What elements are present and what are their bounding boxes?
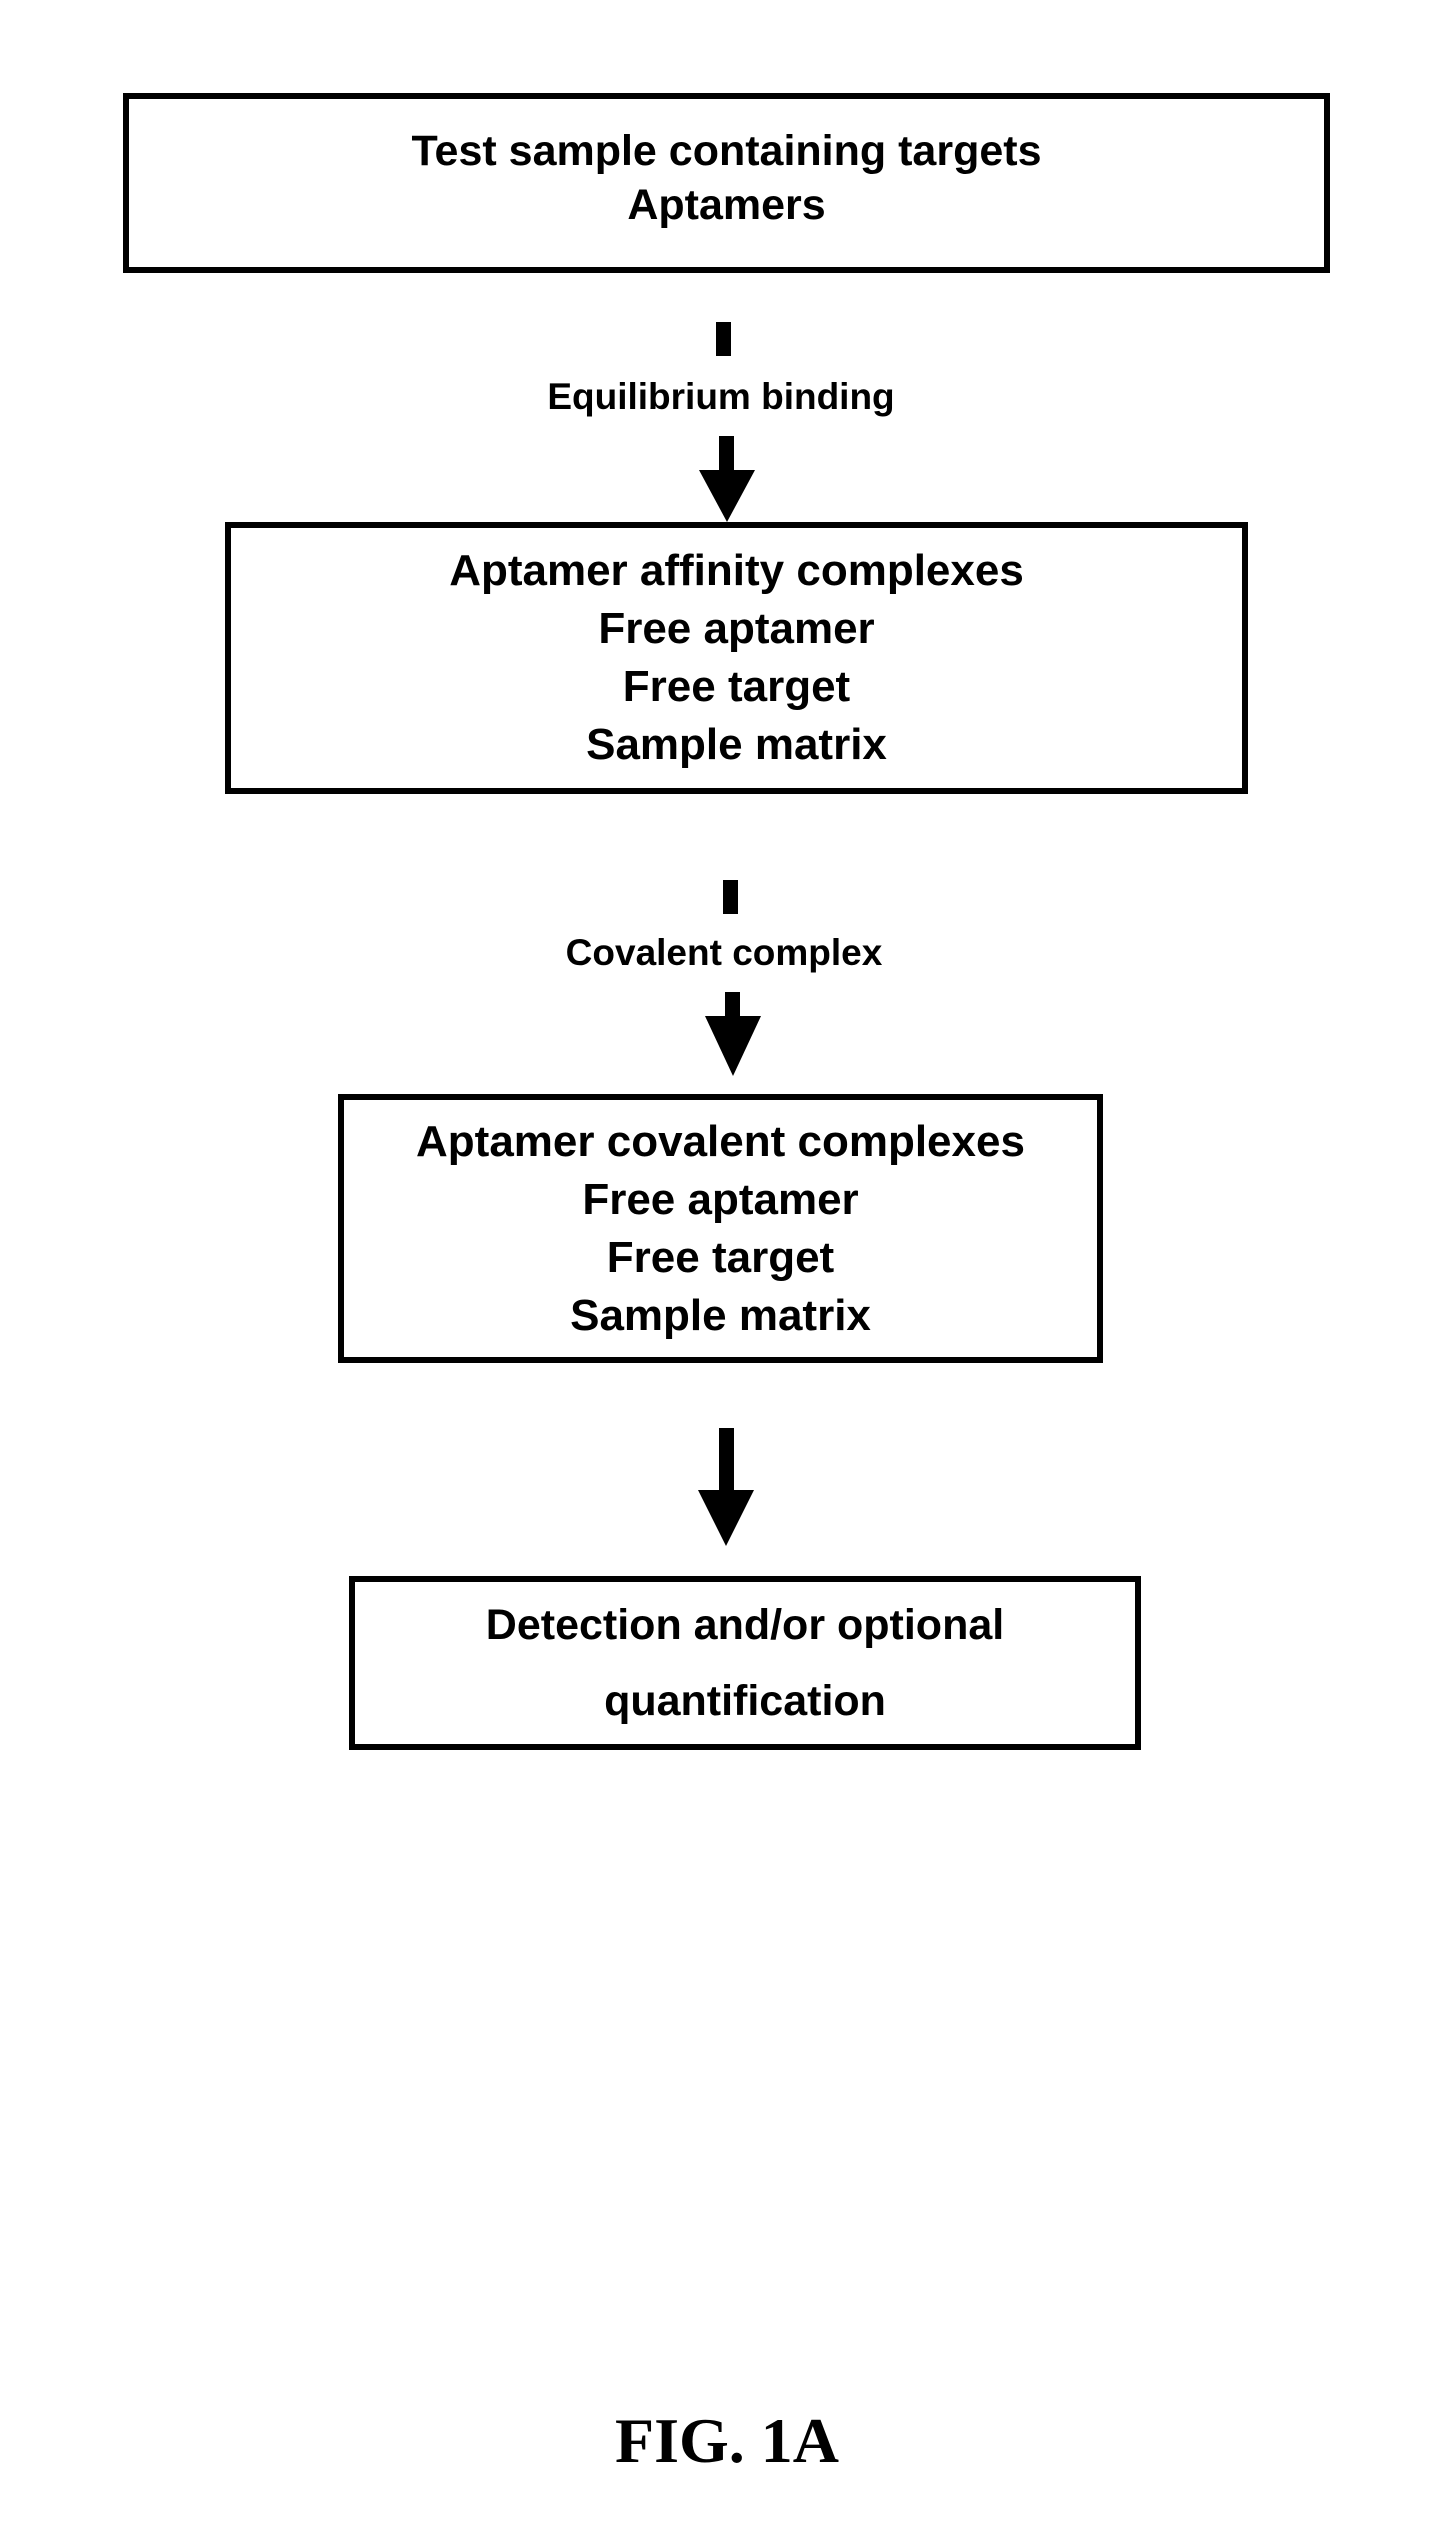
down-arrow-shaft xyxy=(725,992,740,1018)
down-arrow-shaft xyxy=(719,1428,734,1492)
flow-box-text-line: Aptamers xyxy=(627,181,826,229)
flow-box-affinity-complexes: Aptamer affinity complexes Free aptamer … xyxy=(225,522,1248,794)
flow-box-text-line: Test sample containing targets xyxy=(411,127,1042,175)
figure-caption: FIG. 1A xyxy=(615,2405,839,2476)
down-arrow-dash xyxy=(716,322,731,356)
down-arrow-head-icon xyxy=(699,470,755,522)
down-arrow-head-icon xyxy=(698,1490,754,1546)
flow-box-text-line: Free aptamer xyxy=(582,1174,859,1224)
flow-box-text-line: Free target xyxy=(622,662,851,711)
flow-box-text-line: Aptamer affinity complexes xyxy=(449,546,1024,595)
flow-box-test-sample: Test sample containing targets Aptamers xyxy=(123,93,1330,273)
flow-box-text-line: Free target xyxy=(606,1232,835,1282)
flow-box-text-line: Sample matrix xyxy=(570,1290,871,1340)
connector-label-covalent-complex: Covalent complex xyxy=(565,932,883,973)
down-arrow-head-icon xyxy=(705,1016,761,1076)
flow-box-text-line: Aptamer covalent complexes xyxy=(416,1116,1025,1166)
flow-box-text-line: quantification xyxy=(604,1677,886,1725)
flow-box-text-line: Sample matrix xyxy=(586,720,887,769)
flow-box-text-line: Free aptamer xyxy=(598,604,875,653)
flow-box-text-line: Detection and/or optional xyxy=(485,1601,1005,1649)
flow-box-detection: Detection and/or optional quantification xyxy=(349,1576,1141,1750)
down-arrow-dash xyxy=(723,880,738,914)
flow-box-covalent-complexes: Aptamer covalent complexes Free aptamer … xyxy=(338,1094,1103,1363)
connector-label-equilibrium-binding: Equilibrium binding xyxy=(547,376,895,417)
down-arrow-shaft xyxy=(719,436,734,472)
